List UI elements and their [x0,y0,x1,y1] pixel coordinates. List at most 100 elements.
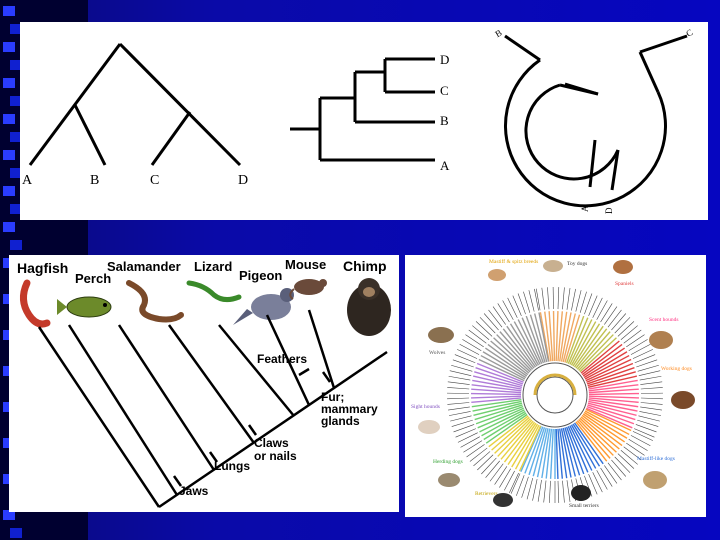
trait-claws-line2: or nails [254,449,297,463]
dog-tree-breed-label-line [618,454,634,469]
dog-tree-breed-label-line [447,398,469,399]
dog-tree-breed-label-line [538,480,541,502]
taxon-pigeon: Pigeon [239,268,282,283]
label-wolves: Wolves [429,350,445,356]
tree1-branch-a [30,44,120,165]
branch-lizard [169,325,254,443]
label-retrievers: Retrievers [475,491,498,497]
dog-tree-breed-label-line [624,330,642,343]
dog-tree-breed-label-line [508,298,518,318]
branch-hagfish [39,327,159,507]
spaniel-icon [613,260,633,274]
branch-perch [69,325,177,495]
dog-tree-ray [589,394,639,395]
trait-claws-line1: Claws [254,436,289,450]
tree-3 [505,36,687,206]
dog-tree-breed-label-line [626,443,644,455]
tree1-branch-d [120,44,240,165]
dog-tree-breed-label-line [631,344,650,354]
taxon-perch: Perch [75,271,111,286]
toy-dog-icon [543,260,563,272]
tree3-branch-c [640,36,687,52]
dog-tree-breed-label-line [631,435,650,445]
sight-hound-icon [418,420,440,434]
dog-tree-ray [579,335,614,371]
dog-tree-ray [556,311,558,361]
label-scent-hounds: Scent hounds [649,317,679,323]
trait-lungs: Lungs [214,459,250,473]
label-spaniels: Spaniels [615,281,634,287]
branch-salamander [119,325,214,470]
dog-tree-breed-label-line [449,376,471,380]
dog-tree-breed-label-line [460,344,479,354]
dog-tree-breed-label-line [611,313,625,330]
dog-tree-breed-label-line [567,480,570,502]
label-mastiff-like: Mastiff-like dogs [637,455,675,462]
dog-tree-ray [497,335,532,371]
dog-tree-breed-label-line [641,387,663,389]
dog-tree-breed-label-line [511,474,520,494]
working-dog-icon [671,391,695,409]
dog-tree-breed-label-line [457,349,477,358]
dog-tree-breed-label-line [448,382,470,385]
tree1-tip-a: A [22,173,33,188]
label-working-dogs: Working dogs [661,366,692,372]
dog-tree-breed-label-line [562,481,564,503]
dog-tree-breed-label-line [477,455,493,470]
tree2-tip-a: A [440,158,450,173]
dog-tree-breed-label-line [481,458,496,474]
dog-tree-ray [579,419,614,455]
chimp-icon [347,278,391,336]
dog-tree-breed-label-line [486,461,500,478]
salamander-icon [129,283,181,320]
dog-tree-breed-label-line [640,376,662,380]
dog-tree-breed-label-line [450,416,471,421]
label-small-terriers: Small terriers [569,503,599,509]
tree1-tip-d: D [238,173,248,188]
tree3-branch-a [590,140,595,187]
dog-tree-breed-label-line [597,470,608,489]
dog-tree-breed-label-line [593,298,603,318]
decorative-square [3,186,15,196]
dog-tree-breed-label-line [472,326,489,340]
dog-tree-breed-label-line [597,301,608,320]
dog-tree-breed-label-line [629,339,648,350]
dog-tree-ray [554,311,555,361]
dog-tree-breed-label-line [615,457,630,473]
label-mastiff-spitz: Mastiff & spitz breeds [489,258,538,265]
scent-hound-icon [649,331,673,349]
dog-tree-ray [556,429,558,479]
mouse-icon [290,279,327,299]
decorative-square [10,528,22,538]
dog-breed-tree: Mastiff & spitz breeds Toy dogs Spaniels… [405,255,706,517]
dog-tree-breed-label-line [558,287,559,309]
dog-tree-breed-label-line [480,317,495,333]
decorative-square [3,222,15,232]
dog-tree-breed-label-line [484,313,498,330]
dog-tree-breed-label-line [641,398,663,399]
dog-tree-breed-label-line [638,416,659,421]
tree1-branch-b [75,105,105,165]
dog-breed-tree-panel: Mastiff & spitz breeds Toy dogs Spaniels… [405,255,706,517]
dog-tree-breed-label-line [621,450,638,464]
dog-tree-breed-label-line [633,431,653,440]
dog-tree-breed-label-line [461,437,480,448]
wolf-icon [428,327,454,343]
dog-tree-breed-label-line [615,317,630,333]
trait-jaws: Jaws [179,484,209,498]
dog-tree-breed-label-line [593,472,603,492]
tree2-tip-d: D [440,52,449,67]
dog-tree-rings [523,363,587,427]
dog-tree-breed-label-line [640,382,662,385]
trait-claws-or-nails: Claws or nails [254,436,297,463]
mastiff-dog-icon [643,471,667,489]
dog-tree-breed-label-line [629,439,648,450]
dog-tree-breed-label-line [562,287,564,309]
decorative-square [10,240,22,250]
tree3-branch-b [505,36,540,60]
tree3-tip-a: A [580,205,590,212]
dog-tree-breed-label-line [639,411,661,415]
dog-tree-breed-label-line [498,303,510,322]
dog-tree-breed-label-line [458,433,478,443]
dog-tree-breed-label-line [542,288,545,310]
